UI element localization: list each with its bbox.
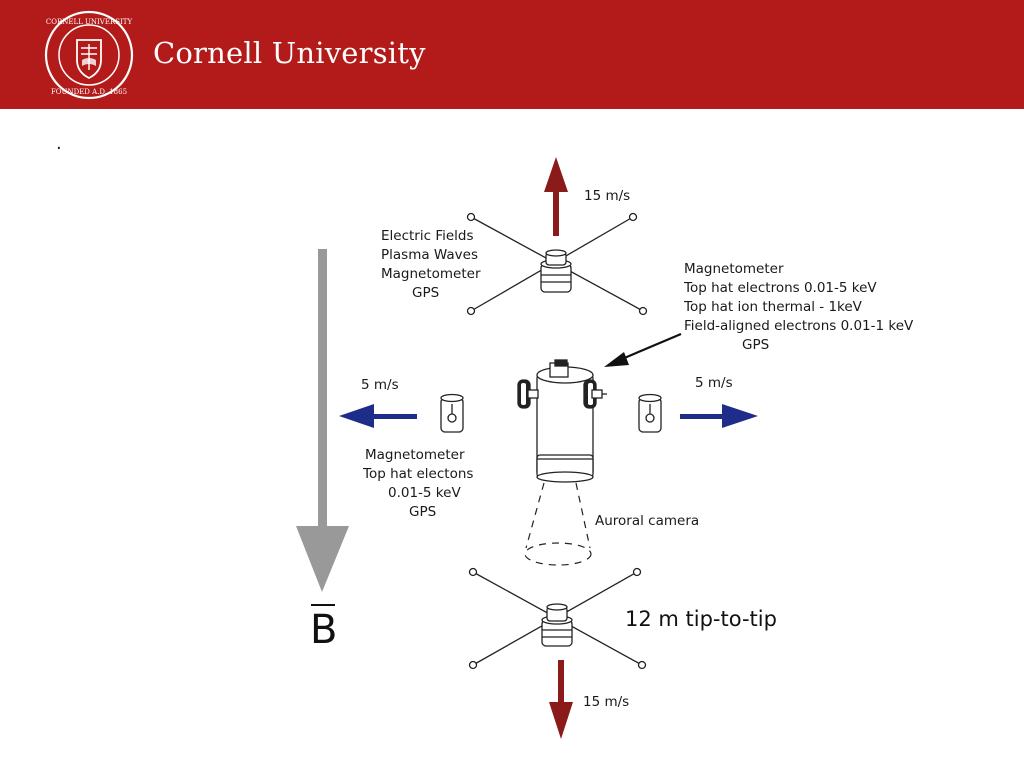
left-label-2: Top hat electons bbox=[362, 466, 473, 482]
top-instrument-labels: Electric Fields Plasma Waves Magnetomete… bbox=[381, 228, 481, 301]
bottom-subpayload bbox=[468, 567, 647, 670]
top-label-3: Magnetometer bbox=[381, 266, 481, 282]
top-label-4: GPS bbox=[412, 285, 439, 301]
main-payload bbox=[517, 359, 607, 483]
camera-label: Auroral camera bbox=[595, 513, 699, 529]
left-velocity-label: 5 m/s bbox=[361, 377, 399, 393]
cornell-seal-logo: CORNELL UNIVERSITY FOUNDED A.D. 1865 bbox=[44, 10, 134, 100]
left-instrument-labels: Magnetometer Top hat electons 0.01-5 keV… bbox=[362, 447, 473, 520]
pointer-arrow bbox=[604, 332, 682, 367]
bottom-velocity-arrow bbox=[549, 660, 573, 739]
main-label-4: Field-aligned electrons 0.01-1 keV bbox=[684, 318, 914, 334]
left-label-3: 0.01-5 keV bbox=[388, 485, 461, 501]
field-symbol: B bbox=[310, 607, 337, 653]
magnetic-field-arrow bbox=[296, 249, 349, 592]
slide-bullet: . bbox=[56, 133, 62, 154]
main-label-5: GPS bbox=[742, 337, 769, 353]
right-velocity-label: 5 m/s bbox=[695, 375, 733, 391]
left-velocity-arrow bbox=[339, 404, 417, 428]
header-bar: CORNELL UNIVERSITY FOUNDED A.D. 1865 Cor… bbox=[0, 0, 1024, 109]
main-instrument-labels: Magnetometer Top hat electrons 0.01-5 ke… bbox=[683, 261, 914, 353]
top-label-1: Electric Fields bbox=[381, 228, 474, 244]
tip-to-tip-label: 12 m tip-to-tip bbox=[625, 607, 777, 631]
top-subpayload bbox=[466, 212, 648, 316]
left-label-4: GPS bbox=[409, 504, 436, 520]
left-label-1: Magnetometer bbox=[365, 447, 465, 463]
top-label-2: Plasma Waves bbox=[381, 247, 478, 263]
main-label-1: Magnetometer bbox=[684, 261, 784, 277]
bottom-velocity-label: 15 m/s bbox=[583, 694, 629, 710]
main-label-3: Top hat ion thermal - 1keV bbox=[683, 299, 863, 315]
svg-text:FOUNDED A.D. 1865: FOUNDED A.D. 1865 bbox=[51, 88, 127, 96]
brand-title: Cornell University bbox=[153, 36, 426, 70]
top-velocity-label: 15 m/s bbox=[584, 188, 630, 204]
left-subpayload bbox=[440, 393, 464, 433]
right-subpayload bbox=[638, 393, 662, 433]
main-label-2: Top hat electrons 0.01-5 keV bbox=[683, 280, 877, 296]
auroral-camera-cone bbox=[524, 482, 592, 566]
top-velocity-arrow bbox=[544, 157, 568, 236]
svg-text:CORNELL UNIVERSITY: CORNELL UNIVERSITY bbox=[46, 18, 133, 26]
right-velocity-arrow bbox=[680, 404, 758, 428]
